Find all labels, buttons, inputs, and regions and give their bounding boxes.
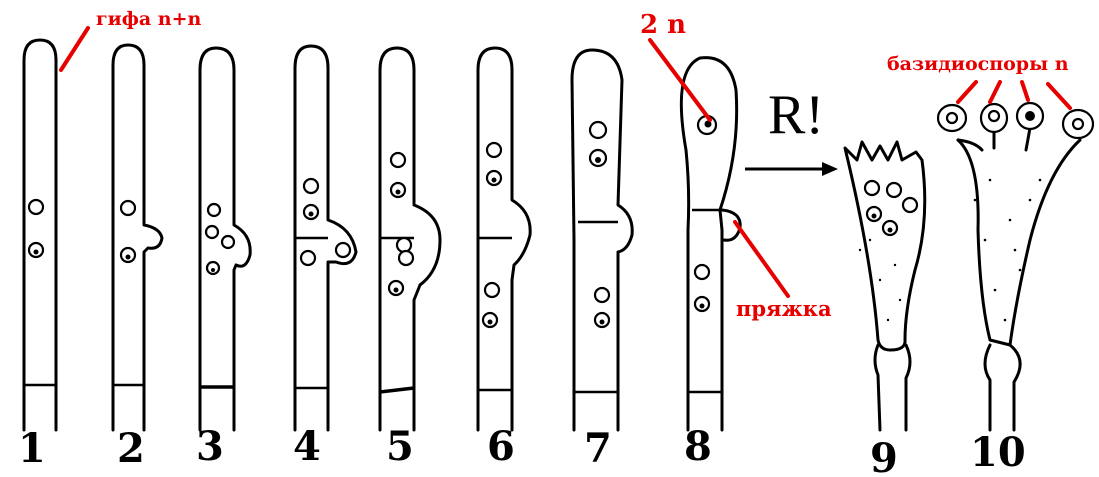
stage-number-10: 10	[970, 429, 1026, 476]
spore-pointer-2	[990, 82, 1000, 102]
basidiospores-label: базидиоспоры n	[887, 53, 1069, 75]
diploid-label: 2 n	[640, 10, 686, 40]
stage-number-1: 1	[18, 425, 46, 472]
stage-4-hypha	[295, 46, 356, 430]
stage-number-4: 4	[293, 423, 321, 470]
stage-number-8: 8	[684, 423, 712, 470]
stage-10-basidium	[938, 103, 1093, 430]
stage-9-basidium	[845, 142, 925, 430]
hypha-pointer	[61, 28, 88, 70]
stage-number-2: 2	[117, 425, 145, 472]
spore-pointer-1	[958, 82, 976, 102]
hypha-label: гифа n+n	[96, 8, 202, 30]
transition-arrow	[745, 162, 838, 176]
stage-number-6: 6	[487, 423, 515, 470]
clamp-pointer	[735, 222, 788, 296]
spore-pointer-3	[1022, 82, 1028, 100]
stage-number-5: 5	[386, 423, 414, 470]
stage-8-hypha	[681, 58, 740, 430]
stage-5-hypha	[380, 48, 440, 430]
stage-number-7: 7	[584, 425, 612, 472]
stage-number-3: 3	[196, 423, 224, 470]
stage-1-hypha	[24, 40, 56, 430]
spore-pointer-4	[1048, 84, 1070, 108]
stage-7-hypha	[572, 50, 632, 430]
stage-3-hypha	[200, 48, 250, 430]
meiosis-label: R!	[768, 84, 824, 146]
clamp-label: пряжка	[736, 296, 832, 321]
stage-2-hypha	[113, 45, 162, 430]
stage-number-9: 9	[870, 435, 898, 477]
stage-6-hypha	[478, 48, 530, 430]
